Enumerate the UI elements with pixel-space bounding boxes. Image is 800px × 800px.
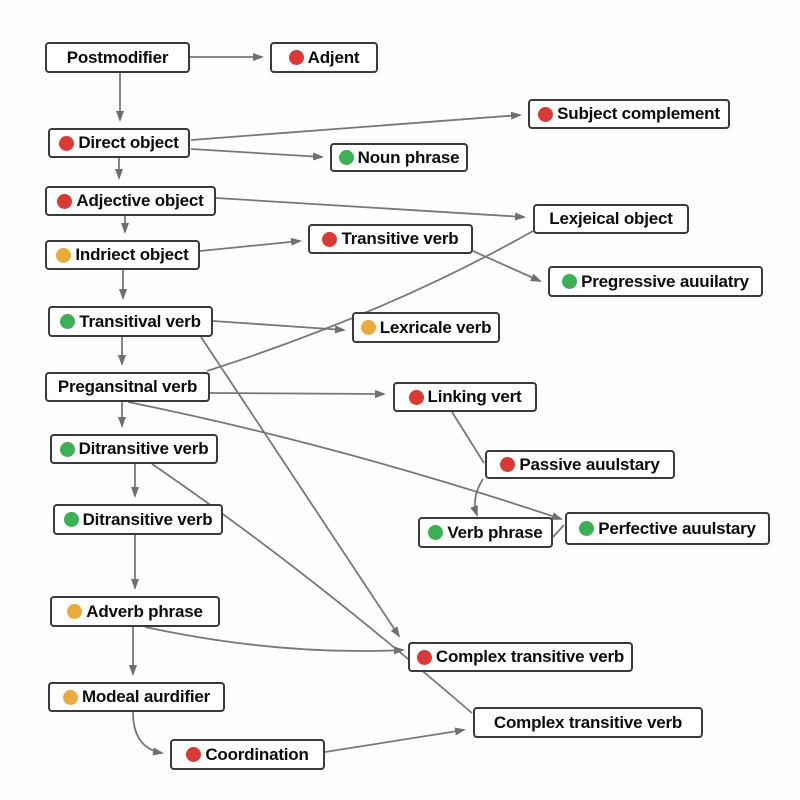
node-label: Adjent xyxy=(307,47,360,67)
red-dot-icon xyxy=(322,231,338,247)
node-coordination: Coordination xyxy=(170,739,325,770)
node-label: Ditransitive verb xyxy=(78,439,209,458)
node-label: Complex transitive verb xyxy=(435,647,625,666)
red-dot-icon xyxy=(59,135,75,151)
red-dot-icon xyxy=(538,106,554,122)
node-direct-object: Direct object xyxy=(48,128,190,158)
node-postmodifier: Postmodifier xyxy=(45,42,190,73)
edge-transitival-verb-to-lexricale-verb xyxy=(212,320,346,334)
node-adverb-phrase: Adverb phrase xyxy=(50,596,220,627)
orange-dot-icon xyxy=(67,604,83,619)
node-label: Direct object xyxy=(78,133,179,152)
orange-dot-icon xyxy=(56,247,72,263)
node-lexjeical-object: Lexjeical object xyxy=(533,204,689,234)
node-label: Coordination xyxy=(205,744,309,764)
orange-dot-icon xyxy=(360,320,376,335)
node-transitival-verb: Transitival verb xyxy=(48,306,213,337)
green-dot-icon xyxy=(59,441,75,457)
node-label: Adjective object xyxy=(76,191,204,210)
node-indriect-object: Indriect object xyxy=(45,240,200,270)
node-label: Ditransitive verb xyxy=(82,509,213,529)
node-ditransitive-verb-2: Ditransitive verb xyxy=(53,504,223,535)
node-label: Lexricale verb xyxy=(379,317,492,337)
edge-pregansitnal-verb-to-lexjeical-object xyxy=(206,230,534,372)
edge-adverb-phrase-to-complex-transitive-1 xyxy=(144,626,405,655)
green-dot-icon xyxy=(60,314,76,329)
edge-modeal-aurdifier-to-coordination xyxy=(132,711,164,756)
node-noun-phrase: Noun phrase xyxy=(330,143,468,172)
node-label: Transitive verb xyxy=(341,229,459,248)
edge-pregansitnal-verb-to-linking-vert xyxy=(209,389,386,398)
red-dot-icon xyxy=(500,457,516,472)
node-complex-transitive-1: Complex transitive verb xyxy=(408,642,633,672)
red-dot-icon xyxy=(288,50,304,65)
node-label: Verb phrase xyxy=(447,522,543,542)
node-transitive-verb: Transitive verb xyxy=(308,224,473,254)
edge-direct-object-to-noun-phrase xyxy=(190,148,324,161)
green-dot-icon xyxy=(63,512,79,527)
green-dot-icon xyxy=(579,521,595,536)
node-label: Perfective auulstary xyxy=(598,518,756,538)
node-pregansitnal-verb: Pregansitnal verb xyxy=(45,372,210,402)
edge-verb-phrase-to-perfective-auulstary xyxy=(552,524,565,538)
green-dot-icon xyxy=(338,150,354,165)
red-dot-icon xyxy=(186,747,202,762)
red-dot-icon xyxy=(416,649,432,665)
node-verb-phrase: Verb phrase xyxy=(418,517,553,548)
edge-coordination-to-complex-transitive-2 xyxy=(324,727,466,753)
node-adjent: Adjent xyxy=(270,42,378,73)
node-complex-transitive-2: Complex transitive verb xyxy=(473,707,703,738)
node-label: Indriect object xyxy=(75,245,189,264)
green-dot-icon xyxy=(562,274,578,289)
node-label: Transitival verb xyxy=(79,311,201,331)
node-ditransitive-verb-1: Ditransitive verb xyxy=(50,434,218,464)
node-adjective-object: Adjective object xyxy=(45,186,216,216)
edge-transitival-verb-to-complex-transitive-1 xyxy=(200,336,401,638)
node-label: Noun phrase xyxy=(357,147,460,167)
red-dot-icon xyxy=(408,389,424,405)
edge-transitive-verb-to-pregressive-auuilatry xyxy=(472,250,542,282)
node-label: Pregressive auuilatry xyxy=(581,271,749,291)
node-passive-auulstary: Passive auulstary xyxy=(485,450,675,479)
edge-direct-object-to-subject-complement xyxy=(190,111,522,141)
node-label: Subject complement xyxy=(557,104,720,123)
edge-passive-auulstary-to-verb-phrase xyxy=(470,478,484,517)
node-label: Postmodifier xyxy=(66,47,169,67)
node-pregressive-auuilatry: Pregressive auuilatry xyxy=(548,266,763,297)
node-label: Passive auulstary xyxy=(519,454,660,474)
node-label: Complex transitive verb xyxy=(493,712,683,732)
node-label: Lexjeical object xyxy=(549,209,673,228)
node-label: Linking vert xyxy=(427,387,522,406)
node-label: Modeal aurdifier xyxy=(81,687,211,706)
edge-pregansitnal-verb-to-perfective-auulstary xyxy=(127,401,563,520)
node-label: Adverb phrase xyxy=(86,601,203,621)
edge-indriect-object-to-transitive-verb xyxy=(199,237,302,252)
node-perfective-auulstary: Perfective auulstary xyxy=(565,512,770,545)
node-lexricale-verb: Lexricale verb xyxy=(352,312,500,343)
green-dot-icon xyxy=(428,525,444,540)
orange-dot-icon xyxy=(62,689,78,705)
node-modeal-aurdifier: Modeal aurdifier xyxy=(48,682,225,712)
red-dot-icon xyxy=(57,193,73,209)
edge-linking-vert-to-passive-auulstary xyxy=(451,411,485,464)
edge-ditransitive-verb-1-to-complex-transitive-2 xyxy=(151,463,473,714)
node-subject-complement: Subject complement xyxy=(528,99,730,129)
node-label: Pregansitnal verb xyxy=(57,377,198,396)
node-linking-vert: Linking vert xyxy=(393,382,537,412)
edge-adjective-object-to-lexjeical-object xyxy=(215,197,526,221)
